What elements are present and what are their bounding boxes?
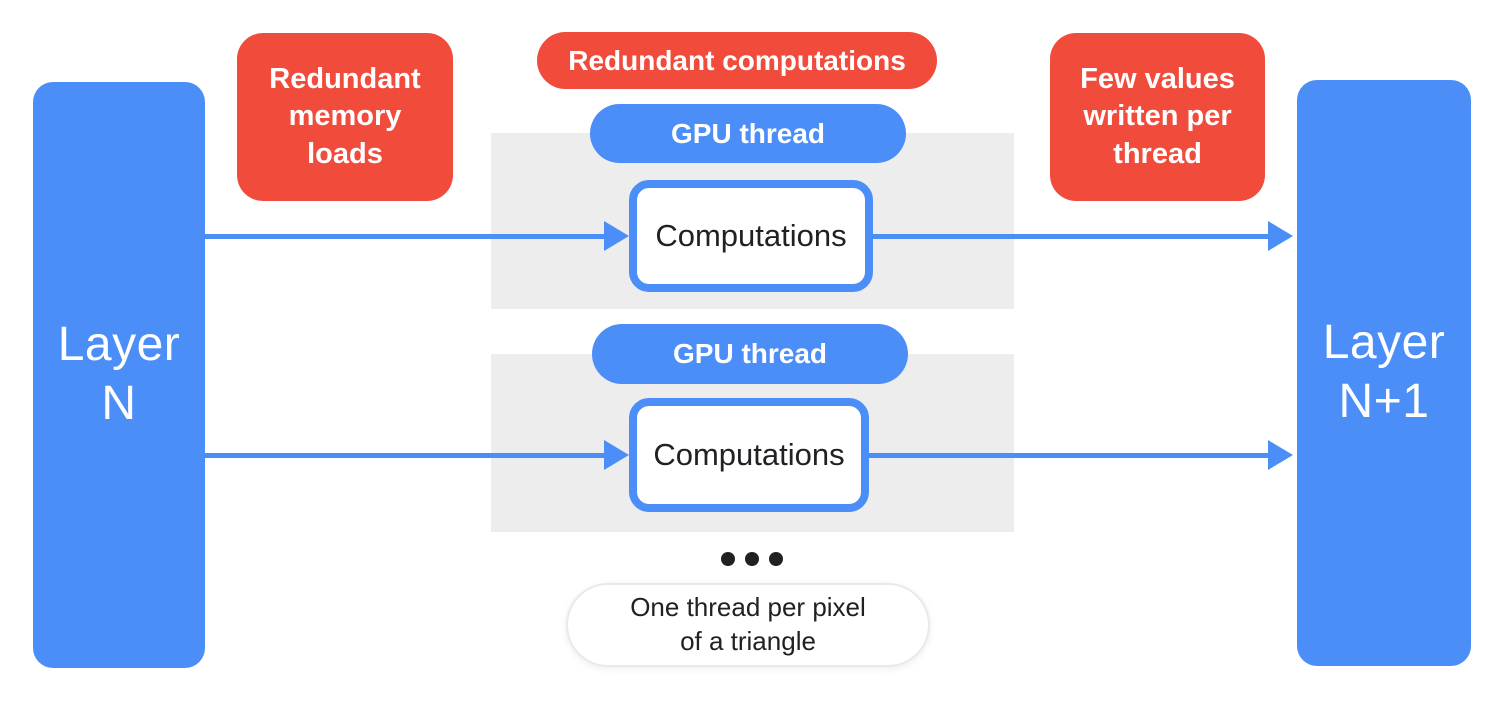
arrowhead-row1-left-icon	[604, 221, 629, 251]
arrow-line-row1-left	[205, 234, 605, 239]
arrow-line-row2-left	[205, 453, 605, 458]
annotation-redundant-computations: Redundant computations	[537, 32, 937, 89]
ellipsis-dot-icon	[745, 552, 759, 566]
gpu-thread-1-pill: GPU thread	[590, 104, 906, 163]
arrow-line-row2-right	[869, 453, 1269, 458]
annotation-redundant-memory-loads: Redundant memory loads	[237, 33, 453, 201]
arrowhead-row2-right-icon	[1268, 440, 1293, 470]
ellipsis-dot-icon	[721, 552, 735, 566]
annotation-few-values-written: Few values written per thread	[1050, 33, 1265, 201]
arrowhead-row1-right-icon	[1268, 221, 1293, 251]
footnote-one-thread-per-pixel: One thread per pixel of a triangle	[566, 583, 930, 667]
layer-n-plus-1-block: Layer N+1	[1297, 80, 1471, 666]
arrowhead-row2-left-icon	[604, 440, 629, 470]
ellipsis-dot-icon	[769, 552, 783, 566]
arrow-line-row1-right	[873, 234, 1269, 239]
computations-box-1: Computations	[629, 180, 873, 292]
layer-n-block: Layer N	[33, 82, 205, 668]
gpu-thread-2-pill: GPU thread	[592, 324, 908, 384]
computations-box-2: Computations	[629, 398, 869, 512]
